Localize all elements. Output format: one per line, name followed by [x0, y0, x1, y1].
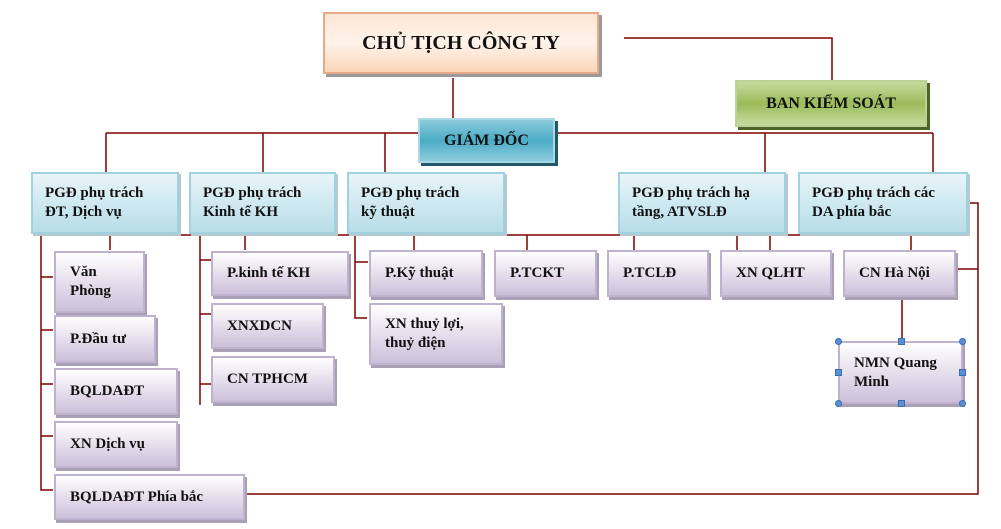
- unit-xn-thuy-loi[interactable]: XN thuỷ lợi, thuỷ điện: [369, 303, 503, 365]
- connector: [624, 37, 833, 82]
- deputy-infrastructure-box[interactable]: PGĐ phụ trách hạ tầng, ATVSLĐ: [618, 172, 786, 234]
- unit-cn-ha-noi[interactable]: CN Hà Nội: [843, 250, 956, 297]
- deputy-label: PGĐ phụ trách hạ tầng, ATVSLĐ: [632, 185, 750, 220]
- unit-label: XN Dịch vụ: [70, 436, 146, 453]
- unit-bqldadt[interactable]: BQLDAĐT: [54, 368, 178, 415]
- deputy-label: PGĐ phụ trách Kinh tế KH: [203, 185, 302, 220]
- deputy-north-projects-box[interactable]: PGĐ phụ trách các DA phía bắc: [798, 172, 968, 234]
- selection-handle-right[interactable]: [959, 369, 966, 376]
- selection-handle-left[interactable]: [835, 369, 842, 376]
- unit-label: XN QLHT: [736, 265, 805, 282]
- selection-handle-bottom-right[interactable]: [959, 400, 966, 407]
- selection-handle-top-left[interactable]: [835, 338, 842, 345]
- connector: [354, 230, 367, 319]
- unit-p-dau-tu[interactable]: P.Đầu tư: [54, 315, 156, 363]
- unit-label: NMN Quang Minh: [854, 354, 937, 390]
- unit-p-tcld[interactable]: P.TCLĐ: [607, 250, 709, 297]
- unit-label: Văn Phòng: [70, 264, 111, 299]
- deputy-label: PGĐ phụ trách các DA phía bắc: [812, 185, 935, 220]
- unit-label: P.Đầu tư: [70, 330, 126, 347]
- unit-van-phong[interactable]: Văn Phòng: [54, 251, 145, 313]
- deputy-label: PGĐ phụ trách kỹ thuật: [361, 185, 460, 220]
- unit-label: CN TPHCM: [227, 371, 308, 388]
- unit-label: XNXDCN: [227, 317, 292, 334]
- unit-label: BQLDAĐT: [70, 383, 145, 400]
- unit-label: P.TCKT: [510, 265, 565, 282]
- unit-label: CN Hà Nội: [859, 265, 930, 282]
- unit-label: P.Kỹ thuật: [385, 265, 454, 282]
- unit-label: BQLDAĐT Phía bắc: [70, 488, 204, 505]
- unit-label: P.kinh tế KH: [227, 265, 311, 282]
- unit-p-tckt[interactable]: P.TCKT: [494, 250, 597, 297]
- unit-label: XN thuỷ lợi, thuỷ điện: [385, 316, 464, 351]
- unit-xnxdcn[interactable]: XNXDCN: [211, 303, 324, 349]
- unit-xn-qlht[interactable]: XN QLHT: [720, 250, 832, 297]
- unit-xn-dich-vu[interactable]: XN Dịch vụ: [54, 421, 178, 468]
- chairman-label: CHỦ TỊCH CÔNG TY: [362, 31, 560, 54]
- unit-cn-tphcm[interactable]: CN TPHCM: [211, 356, 335, 403]
- unit-nmn-quang-minh[interactable]: NMN Quang Minh: [838, 341, 963, 404]
- director-box[interactable]: GIÁM ĐỐC: [418, 118, 555, 163]
- deputy-technical-box[interactable]: PGĐ phụ trách kỹ thuật: [347, 172, 505, 234]
- supervisory-board-label: BAN KIỂM SOÁT: [766, 94, 896, 112]
- selection-handle-top-right[interactable]: [959, 338, 966, 345]
- selection-handle-top[interactable]: [898, 338, 905, 345]
- deputy-economics-box[interactable]: PGĐ phụ trách Kinh tế KH: [189, 172, 336, 234]
- deputy-investment-services-box[interactable]: PGĐ phụ trách ĐT, Dịch vụ: [31, 172, 179, 234]
- connector: [40, 230, 53, 491]
- selection-handle-bottom[interactable]: [898, 400, 905, 407]
- unit-p-kinh-te-kh[interactable]: P.kinh tế KH: [211, 251, 349, 296]
- director-label: GIÁM ĐỐC: [444, 131, 529, 149]
- supervisory-board-box[interactable]: BAN KIỂM SOÁT: [735, 80, 927, 127]
- deputy-label: PGĐ phụ trách ĐT, Dịch vụ: [45, 185, 144, 220]
- unit-p-ky-thuat[interactable]: P.Kỹ thuật: [369, 250, 483, 297]
- unit-bqldadt-phia-bac[interactable]: BQLDAĐT Phía bắc: [54, 474, 245, 520]
- chairman-box[interactable]: CHỦ TỊCH CÔNG TY: [323, 12, 599, 74]
- selection-handle-bottom-left[interactable]: [835, 400, 842, 407]
- unit-label: P.TCLĐ: [623, 265, 677, 282]
